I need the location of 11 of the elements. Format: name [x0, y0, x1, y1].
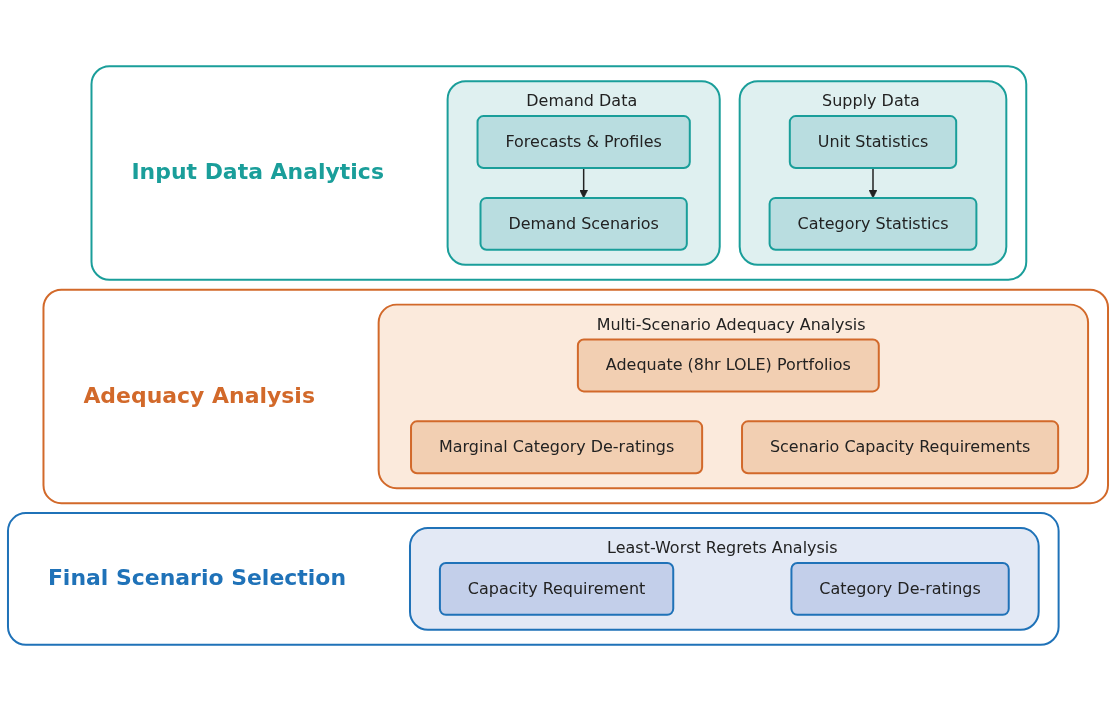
node-box: Adequate (8hr LOLE) Portfolios	[576, 338, 880, 393]
node-box: Category Statistics	[768, 196, 978, 251]
arrow	[579, 167, 589, 199]
node-box: Forecasts & Profiles	[476, 115, 691, 169]
arrow	[868, 167, 878, 199]
node-box: Demand Scenarios	[479, 196, 688, 251]
node-box: Capacity Requirement	[438, 562, 675, 616]
node-box: Unit Statistics	[788, 115, 958, 169]
node-box: Scenario Capacity Requirements	[741, 420, 1060, 475]
node-box: Category De-ratings	[790, 562, 1010, 616]
node-box: Marginal Category De-ratings	[410, 420, 704, 475]
